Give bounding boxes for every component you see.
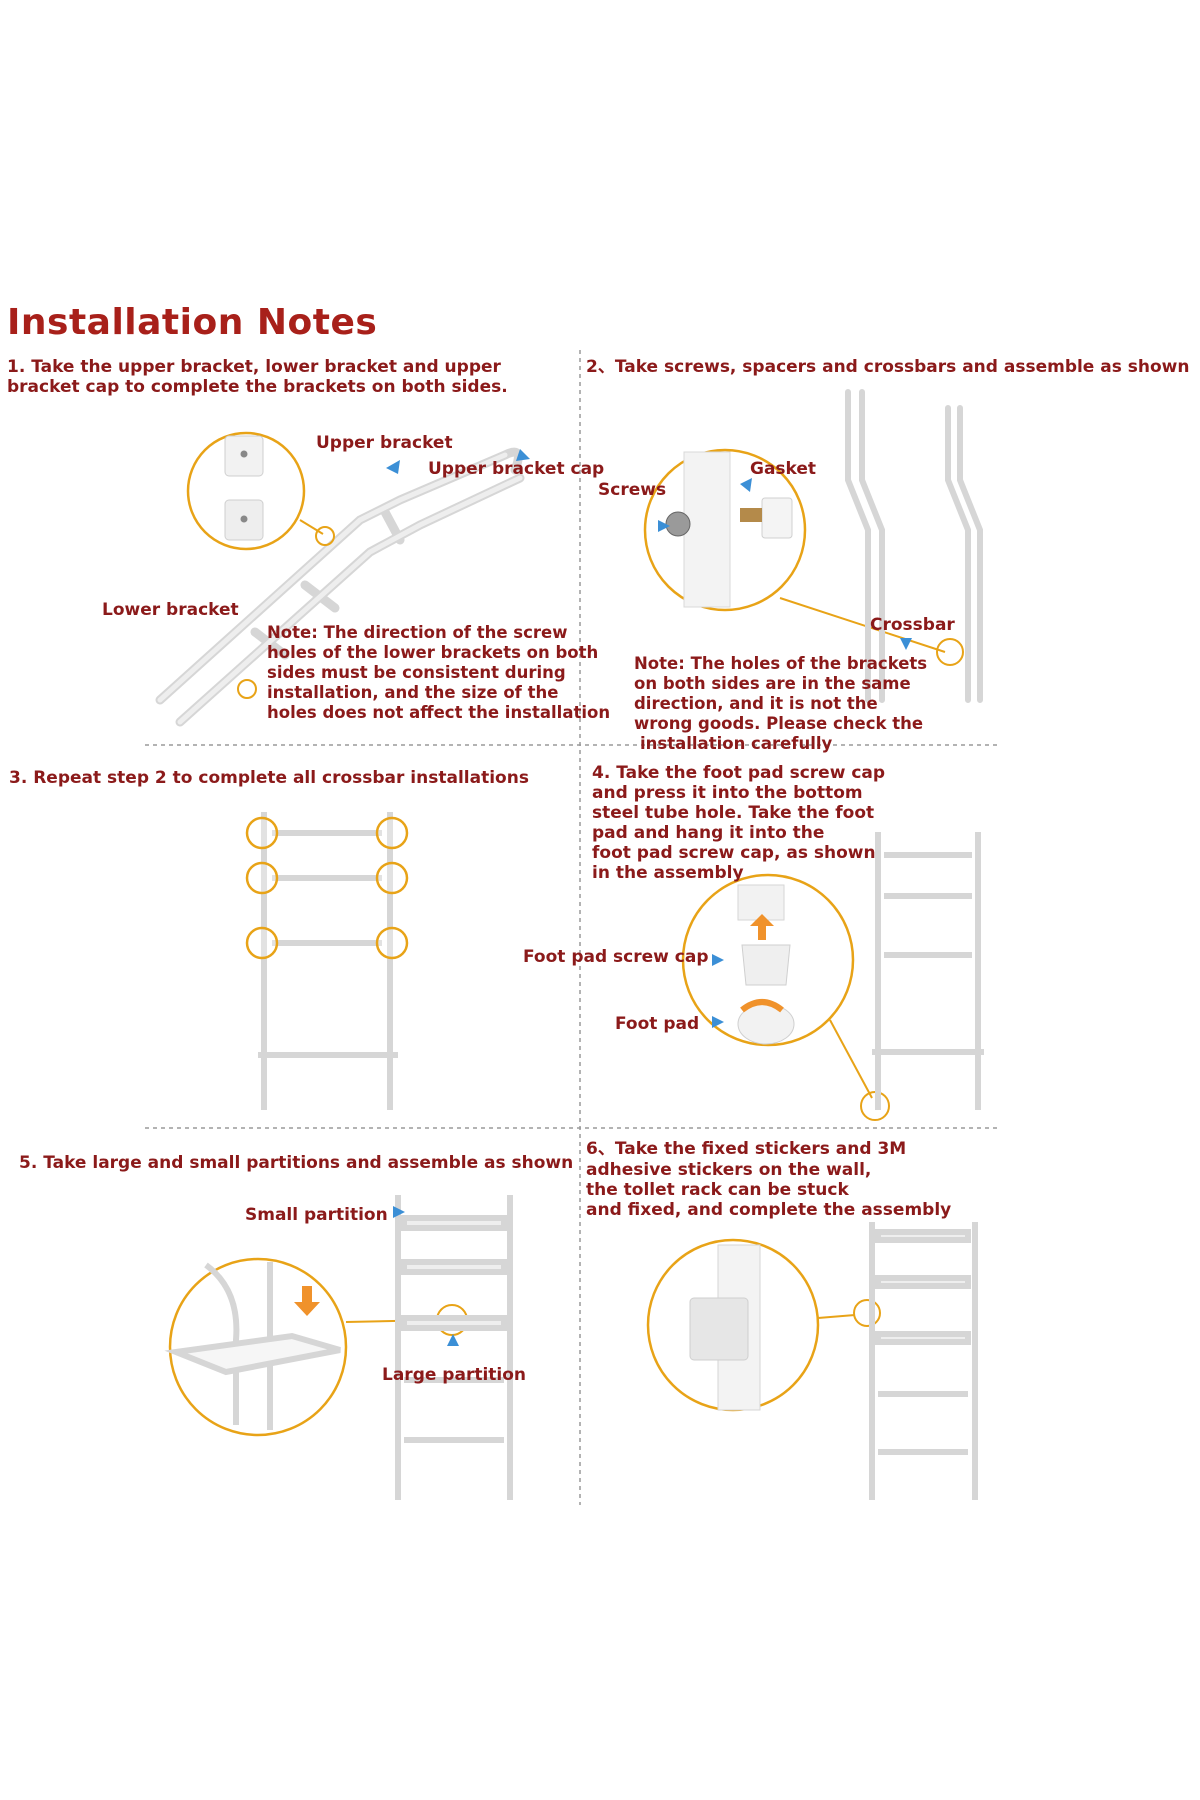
blue-arrow-icon: [712, 1016, 724, 1028]
step4-leader: [829, 1019, 873, 1099]
step1-small-ring: [315, 526, 335, 546]
step6-instruction-line-1: 6、Take the fixed stickers and 3M: [586, 1139, 907, 1159]
step3-instruction: 3. Repeat step 2 to complete all crossba…: [9, 768, 529, 788]
step4-instruction-line-4: pad and hang it into the: [592, 823, 825, 843]
lower-bracket-label: Lower bracket: [102, 600, 239, 620]
screw-head: [665, 511, 691, 537]
bracket-hole: [240, 515, 248, 523]
steel-tube-bottom: [737, 884, 785, 921]
step4-instruction-line-6: in the assembly: [592, 863, 744, 883]
step1-note-line-3: sides must be consistent during: [267, 663, 566, 682]
step1-small-ring-2: [237, 679, 257, 699]
crossbar-label: Crossbar: [870, 615, 955, 635]
cap-hole: [240, 450, 248, 458]
small-partition-label: Small partition: [245, 1205, 388, 1225]
step1-bracket-outline: [157, 452, 523, 725]
step1-note-line-4: installation, and the size of the: [267, 683, 559, 702]
step2-note-line-4: wrong goods. Please check the: [634, 714, 924, 733]
blue-arrow-icon: [740, 478, 752, 492]
step1-instruction-line-1: 1. Take the upper bracket, lower bracket…: [7, 357, 501, 377]
step5-zoom-content: [164, 1262, 341, 1430]
dashed-dividers: [145, 350, 1000, 1505]
step2-uprights: [845, 389, 983, 703]
blue-arrow-icon: [516, 449, 530, 461]
step6-instruction-line-3: the tollet rack can be stuck: [586, 1180, 849, 1200]
foot-pad-label: Foot pad: [615, 1014, 700, 1034]
step2-note-line-5: installation carefully: [640, 734, 833, 753]
step2-note-line-2: on both sides are in the same: [634, 674, 911, 693]
screws-label: Screws: [598, 480, 667, 500]
step1-note-line-1: Note: The direction of the screw: [267, 623, 568, 642]
blue-arrow-icon: [393, 1206, 405, 1218]
blue-arrow-icon: [386, 460, 400, 474]
step1-note-line-5: holes does not affect the installation: [267, 703, 611, 722]
step2-instruction: 2、Take screws, spacers and crossbars and…: [586, 357, 1190, 377]
step3-frame: [258, 812, 398, 1110]
orange-up-arrow-icon: [750, 914, 774, 940]
step4-rack: [872, 832, 984, 1110]
large-partition-label: Large partition: [382, 1365, 527, 1385]
gasket-part: [761, 497, 793, 539]
step2-note-line-3: direction, and it is not the: [634, 694, 878, 713]
upper-bracket-label: Upper bracket: [316, 433, 453, 453]
foot-pad-screw-cap-label: Foot pad screw cap: [523, 947, 709, 967]
upper-bracket-cap-label: Upper bracket cap: [428, 459, 605, 479]
step4-instruction-line-3: steel tube hole. Take the foot: [592, 803, 875, 823]
blue-arrow-icon: [447, 1334, 459, 1346]
page-title: Installation Notes: [7, 302, 378, 343]
fixed-sticker-part: [689, 1297, 749, 1361]
step1-instruction-line-2: bracket cap to complete the brackets on …: [7, 377, 508, 397]
step3-rings: [245, 816, 409, 960]
blue-arrow-icon: [900, 638, 912, 650]
step6-instruction-line-2: adhesive stickers on the wall,: [586, 1160, 872, 1180]
step4-instruction-line-5: foot pad screw cap, as shown: [592, 843, 876, 863]
foot-pad-screw-cap-part: [741, 944, 791, 986]
blue-arrow-icon: [712, 954, 724, 966]
screw-thread: [740, 508, 762, 522]
gasket-label: Gasket: [750, 459, 817, 479]
blue-arrow-icon: [658, 520, 670, 532]
step6-rack: [869, 1222, 978, 1500]
step5-instruction: 5. Take large and small partitions and a…: [19, 1153, 574, 1173]
step1-leader: [299, 519, 324, 535]
upright-tube: [683, 451, 731, 608]
step1-note-line-2: holes of the lower brackets on both: [267, 643, 599, 662]
step6-small-ring: [853, 1299, 881, 1327]
step4-instruction-line-1: 4. Take the foot pad screw cap: [592, 763, 886, 783]
orange-down-arrow-icon: [294, 1286, 320, 1316]
step4-instruction-line-2: and press it into the bottom: [592, 783, 863, 803]
step6-instruction-line-4: and fixed, and complete the assembly: [586, 1200, 952, 1220]
step5-rack: [395, 1195, 513, 1500]
step2-note-line-1: Note: The holes of the brackets: [634, 654, 928, 673]
step1-zoom-ring: [186, 431, 306, 551]
step2-leader: [779, 597, 946, 653]
orange-rotate-icon: [740, 999, 784, 1013]
step2-small-ring: [936, 638, 964, 666]
step6-leader: [817, 1314, 856, 1319]
